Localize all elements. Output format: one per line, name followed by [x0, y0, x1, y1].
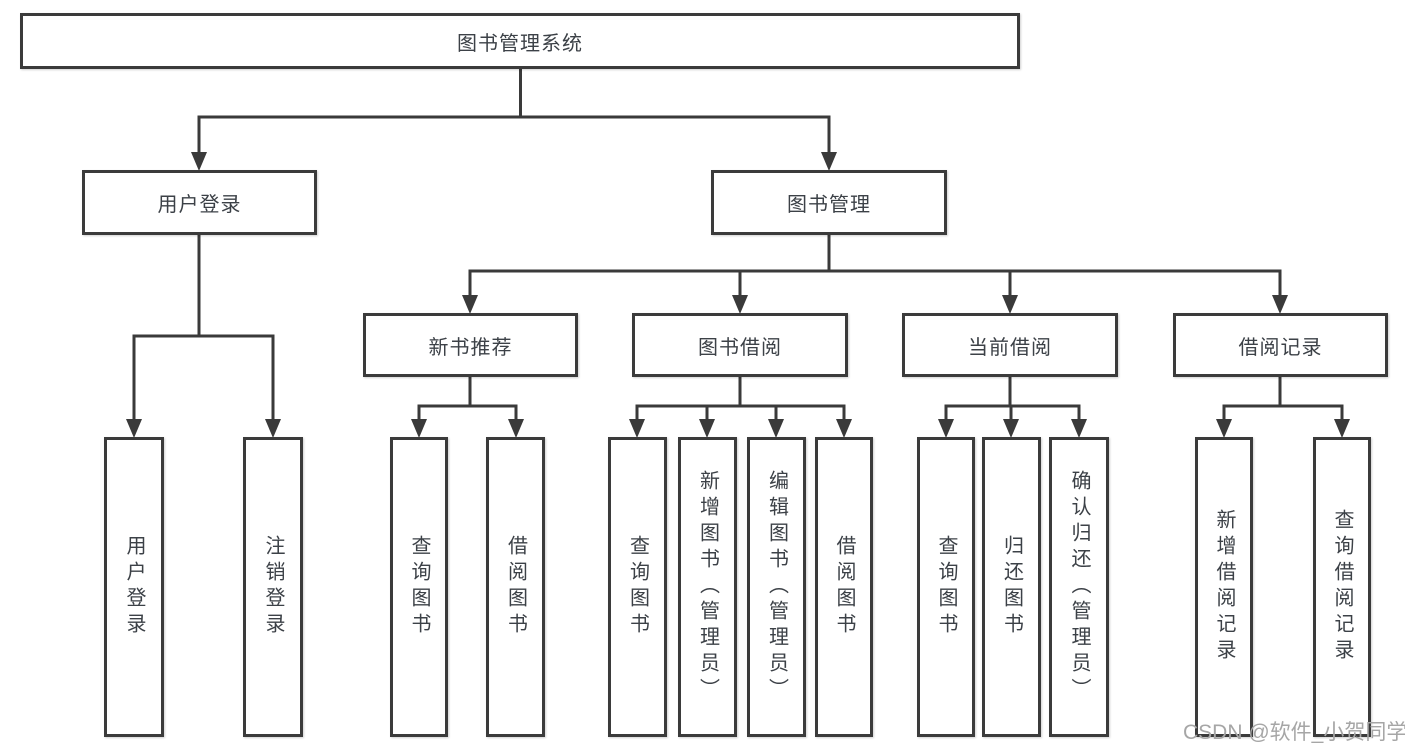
leaf-query-book-recommend: 查询图书 — [390, 437, 448, 737]
node-new-book-recommend: 新书推荐 — [363, 313, 578, 377]
leaf-add-book-admin: 新增图书（管理员） — [678, 437, 737, 737]
leaf-confirm-return-admin: 确认归还（管理员） — [1049, 437, 1109, 737]
node-current-borrow: 当前借阅 — [902, 313, 1118, 377]
leaf-query-book-current: 查询图书 — [917, 437, 975, 737]
leaf-query-book-borrow: 查询图书 — [608, 437, 667, 737]
node-borrow-records: 借阅记录 — [1173, 313, 1388, 377]
leaf-borrow-book-recommend: 借阅图书 — [486, 437, 545, 737]
leaf-edit-book-admin: 编辑图书（管理员） — [747, 437, 806, 737]
leaf-return-book: 归还图书 — [982, 437, 1041, 737]
node-root: 图书管理系统 — [20, 13, 1020, 69]
csdn-watermark: CSDN @软件_小贺同学 — [1183, 721, 1405, 744]
leaf-logout: 注销登录 — [243, 437, 303, 737]
leaf-borrow-book: 借阅图书 — [815, 437, 873, 737]
leaf-user-login: 用户登录 — [104, 437, 164, 737]
node-book-borrow: 图书借阅 — [632, 313, 848, 377]
leaf-query-borrow-record: 查询借阅记录 — [1313, 437, 1371, 737]
node-book-management: 图书管理 — [711, 170, 947, 235]
leaf-add-borrow-record: 新增借阅记录 — [1195, 437, 1253, 737]
arrowhead-icons — [126, 152, 1350, 438]
node-user-login: 用户登录 — [82, 170, 317, 235]
